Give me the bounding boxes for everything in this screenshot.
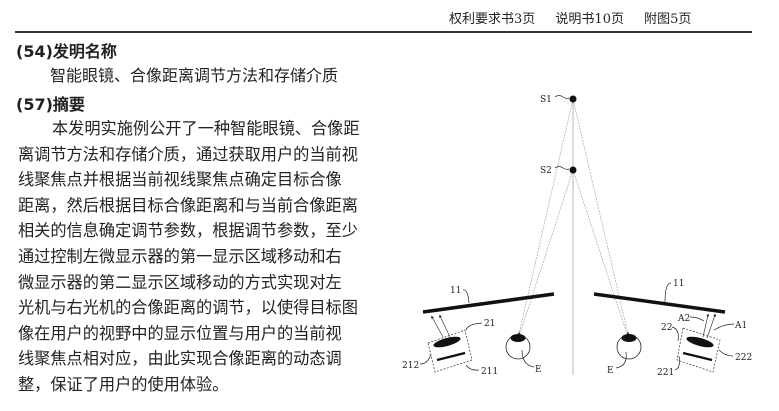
right-eye bbox=[616, 334, 642, 360]
label-right-module: 22 bbox=[661, 323, 672, 333]
abstract-line: 离调节方法和存储介质，通过获取用户的当前视 bbox=[18, 144, 358, 164]
left-lens bbox=[422, 292, 555, 314]
description-pages: 说明书10页 bbox=[555, 12, 624, 27]
label-right-display: 221 bbox=[657, 368, 674, 378]
abstract-line: 线聚焦点并根据当前视线聚焦点确定目标合像 bbox=[18, 170, 342, 190]
label-right-lens-part: 222 bbox=[735, 353, 752, 363]
label-left-eye: E bbox=[535, 365, 542, 375]
invention-title-heading: (54)发明名称 bbox=[16, 42, 117, 61]
focus-point-s1 bbox=[569, 95, 577, 103]
label-a1: A1 bbox=[734, 321, 747, 331]
abstract-line: 相关的信息确定调节参数，根据调节参数，至少 bbox=[18, 221, 358, 241]
abstract-line: 距离，然后根据目标合像距离和与当前合像距离 bbox=[18, 195, 358, 215]
right-lens bbox=[593, 292, 726, 314]
abstract-line: 线聚焦点相对应，由此实现合像距离的动态调 bbox=[18, 349, 342, 369]
abstract-line: 通过控制左微显示器的第一显示区域移动和右 bbox=[18, 246, 342, 266]
label-a2: A2 bbox=[677, 314, 690, 324]
label-s2: S2 bbox=[540, 166, 552, 176]
label-left-module: 21 bbox=[484, 319, 495, 329]
drawings-pages: 附图5页 bbox=[644, 12, 692, 27]
abstract-line: 整，保证了用户的使用体验。 bbox=[18, 374, 229, 394]
label-left-lens: 11 bbox=[450, 286, 461, 296]
right-optical-module bbox=[676, 313, 721, 373]
abstract-line: 本发明实施例公开了一种智能眼镜、合像距 bbox=[52, 119, 360, 138]
claims-pages: 权利要求书3页 bbox=[449, 12, 536, 27]
label-left-display: 211 bbox=[481, 367, 498, 377]
page-count-header: 权利要求书3页 说明书10页 附图5页 bbox=[449, 8, 707, 27]
abstract-line: 光机与右光机的合像距离的调节，以使得目标图 bbox=[18, 298, 358, 318]
left-eye bbox=[505, 334, 531, 360]
label-s1: S1 bbox=[540, 95, 552, 105]
abstract-line: 像在用户的视野中的显示位置与用户的当前视 bbox=[18, 323, 342, 343]
label-left-lens-part: 212 bbox=[402, 361, 419, 371]
abstract-text: 本发明实施例公开了一种智能眼镜、合像距 离调节方法和存储介质，通过获取用户的当前… bbox=[18, 116, 390, 398]
invention-title: 智能眼镜、合像距离调节方法和存储介质 bbox=[50, 66, 339, 85]
abstract-line: 微显示器的第二显示区域移动的方式实现对左 bbox=[18, 272, 342, 292]
left-optical-module bbox=[427, 314, 473, 373]
label-right-eye: E bbox=[607, 366, 614, 376]
header-divider bbox=[15, 31, 752, 33]
label-right-lens: 11 bbox=[673, 279, 684, 289]
sight-rays bbox=[517, 98, 630, 336]
abstract-heading: (57)摘要 bbox=[16, 95, 85, 114]
focus-point-s2 bbox=[569, 166, 577, 174]
